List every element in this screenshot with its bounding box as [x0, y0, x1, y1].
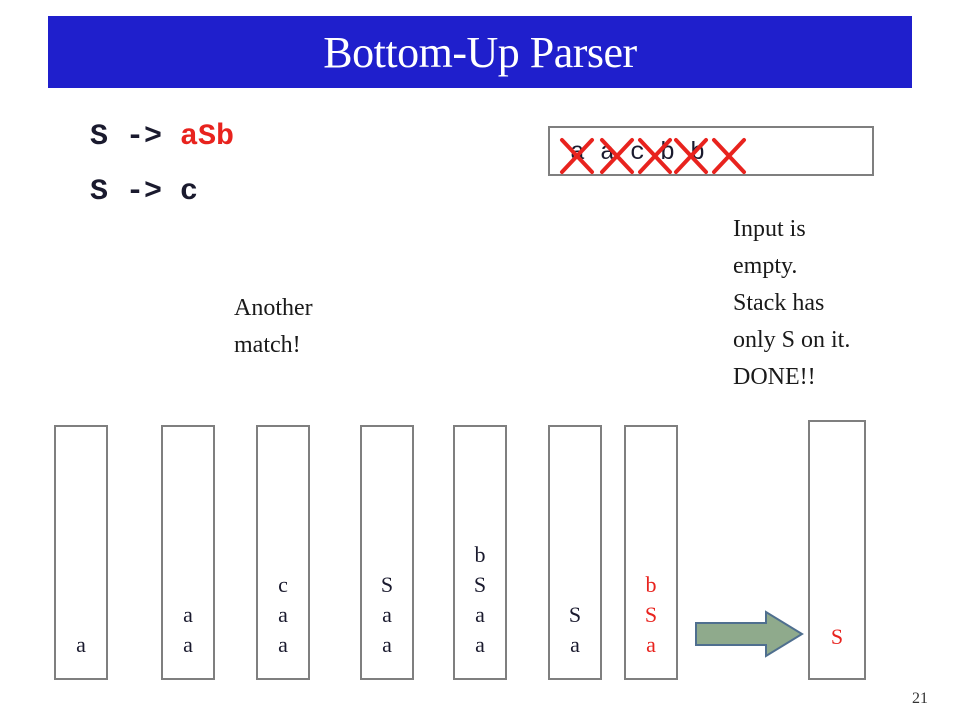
note-line: Another [234, 295, 313, 321]
cross-mark-icon [674, 138, 708, 174]
stack-entry: a [475, 602, 485, 627]
stack-entry: a [382, 602, 392, 627]
stack-entry: a [278, 632, 288, 657]
stack-entry: S [644, 602, 658, 627]
stack-entry: a [475, 632, 485, 657]
note-another-match: Another match! [234, 290, 313, 364]
cross-mark-icon [560, 138, 594, 174]
rule-rhs: c [180, 175, 199, 209]
note-line: only S on it. [733, 327, 851, 353]
grammar-rule-2: S -> c [90, 175, 198, 209]
note-line: Stack has [733, 290, 825, 316]
right-arrow-icon [695, 610, 804, 658]
rule-lhs: S -> [90, 120, 181, 154]
stack-entry: a [382, 632, 392, 657]
stack-entry: c [278, 572, 288, 597]
stack-entry: a [183, 632, 193, 657]
stack-entry: a [646, 632, 656, 657]
slide-title: Bottom-Up Parser [323, 27, 637, 77]
page-number: 21 [912, 690, 928, 707]
rule-rhs: aSb [180, 120, 235, 154]
stack-entry: b [474, 542, 486, 567]
stack-entry: b [645, 572, 657, 597]
cross-mark-icon [638, 138, 672, 174]
note-line: empty. [733, 253, 798, 279]
rule-lhs: S -> [90, 175, 181, 209]
grammar-rule-1: S -> aSb [90, 120, 234, 154]
cross-mark-icon [600, 138, 634, 174]
stack-entry: S [568, 602, 582, 627]
title-bar: Bottom-Up Parser [48, 16, 912, 88]
stack-entry: a [278, 602, 288, 627]
stack-entry: a [183, 602, 193, 627]
note-line: Input is [733, 216, 806, 242]
stack-entry: a [76, 632, 86, 657]
note-line: DONE!! [733, 364, 816, 390]
stack-entry: S [473, 572, 487, 597]
note-done: Input is empty. Stack has only S on it. … [733, 211, 850, 396]
stack-1: a [54, 425, 108, 680]
cross-mark-icon [712, 138, 746, 174]
stack-entry: S [830, 624, 844, 649]
stack-entry: S [380, 572, 394, 597]
note-line: match! [234, 332, 301, 358]
stack-8: S [808, 420, 866, 680]
stack-entry: a [570, 632, 580, 657]
